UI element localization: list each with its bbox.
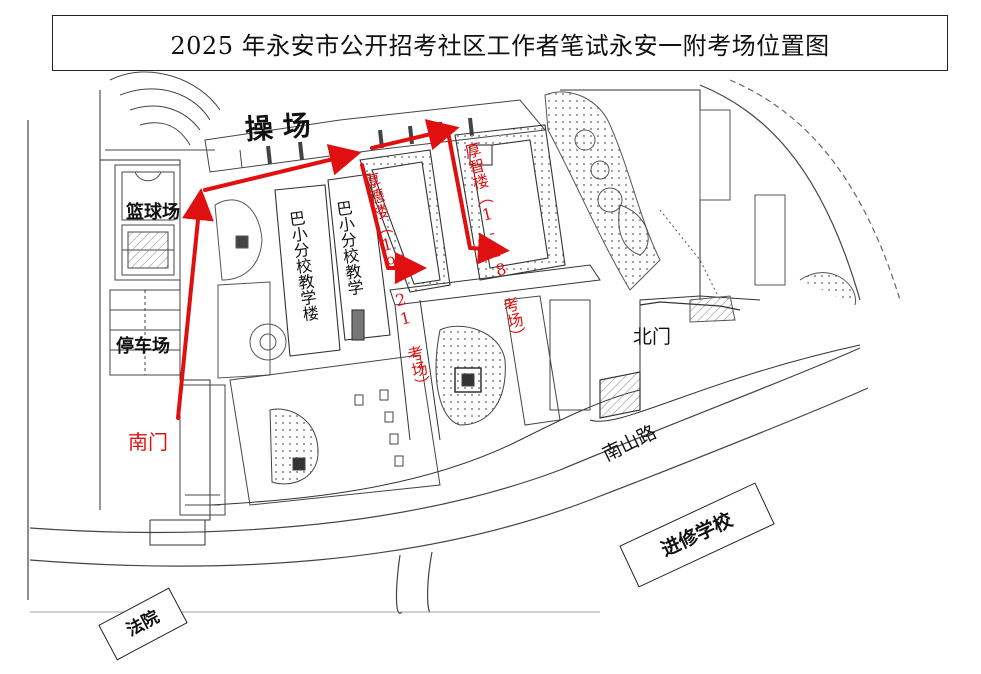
road-branch-left-a [395, 554, 403, 614]
north-gate-structure [589, 301, 861, 422]
east-garden [544, 91, 856, 323]
corridor [389, 264, 601, 441]
route-arrows [176, 119, 510, 420]
south-gate-structure [179, 384, 226, 516]
north-gate-label: 北门 [633, 326, 672, 348]
road-branch-left-b [427, 551, 433, 613]
parking-lot-label: 停车场 [116, 336, 170, 357]
nanshan-road-edge-north [29, 347, 861, 534]
route-arrow-south-gate-north [176, 188, 214, 420]
south-gate-label: 南门 [128, 430, 168, 454]
landscape-garden-west [214, 199, 287, 379]
central-courtyard [435, 295, 591, 426]
primary-bldg-1-outline [274, 184, 341, 357]
nanshan-road-edge-south [29, 387, 869, 567]
east-road [699, 84, 861, 301]
route-arrow-along-playground [370, 119, 460, 151]
route-arrow-houzhi-down [446, 130, 510, 265]
route-arrow-to-playground [203, 144, 362, 192]
basketball-court-label: 篮球场 [126, 202, 180, 223]
playground-label: 操 场 [243, 108, 312, 147]
route-arrow-houde-down [360, 163, 427, 284]
curved-building [105, 71, 221, 151]
south-buildings [229, 354, 441, 506]
map-title: 2025 年永安市公开招考社区工作者笔试永安一附考场位置图 [170, 31, 830, 60]
court-house-label: 法院 [123, 606, 163, 641]
basketball-courts [114, 164, 181, 281]
map-title-box: 2025 年永安市公开招考社区工作者笔试永安一附考场位置图 [52, 15, 948, 71]
parking-lot-area [109, 289, 181, 376]
